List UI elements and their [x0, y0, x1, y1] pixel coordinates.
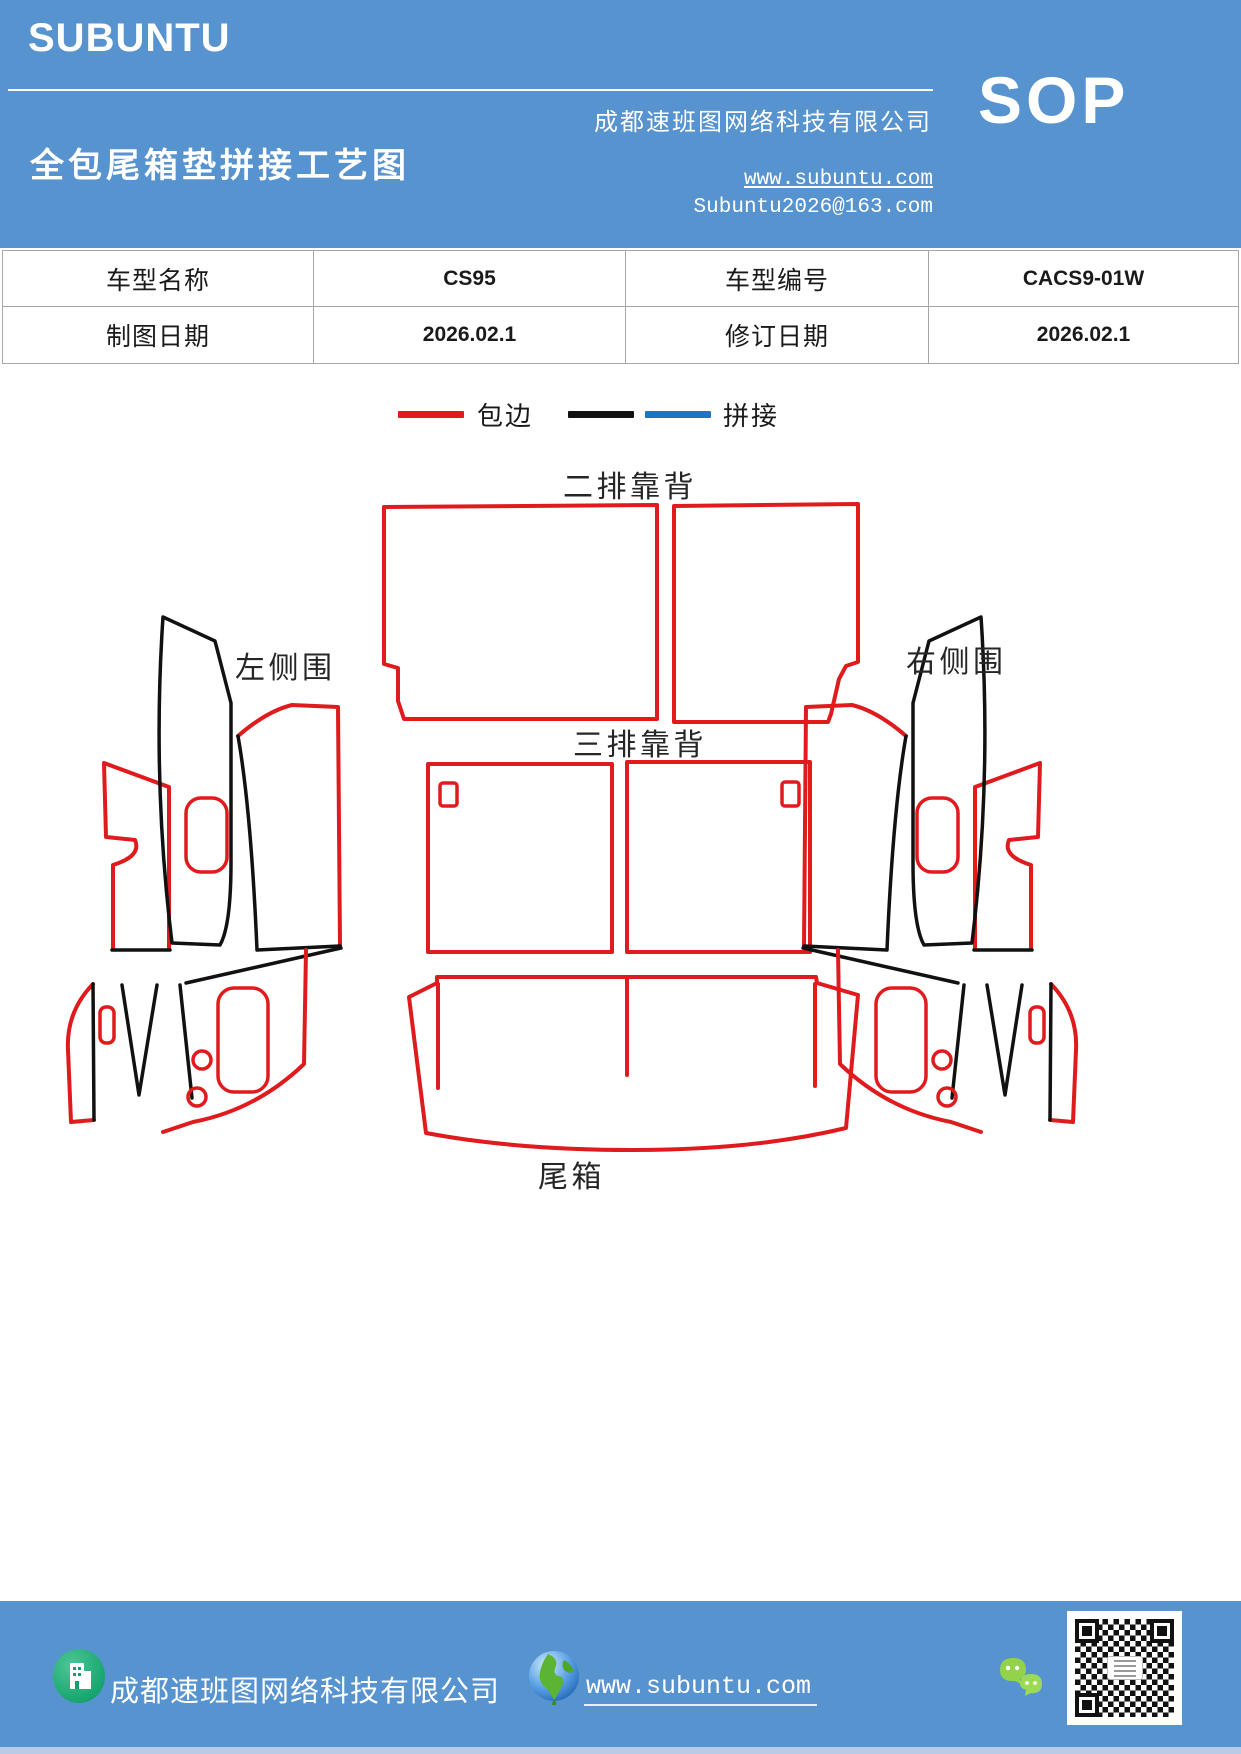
- header-band: SUBUNTU 全包尾箱垫拼接工艺图 成都速班图网络科技有限公司 www.sub…: [0, 0, 1241, 248]
- qr-finder-bottom-left: [1075, 1693, 1099, 1717]
- qr-finder-top-right: [1150, 1619, 1174, 1643]
- header-divider: [8, 89, 933, 91]
- header-email[interactable]: Subuntu2026@163.com: [693, 196, 933, 219]
- left-side-panel-group: [65, 615, 344, 1134]
- qr-finder-top-left: [1075, 1619, 1099, 1643]
- header-company-name: 成都速班图网络科技有限公司: [594, 110, 932, 136]
- revision-date-value: 2026.02.1: [929, 307, 1238, 363]
- edge-wrap-label: 包边: [477, 401, 534, 431]
- footer-band: [0, 1601, 1241, 1747]
- legend: 包边 拼接: [398, 398, 780, 431]
- second-row-backrest-left-piece: [382, 503, 659, 721]
- right-side-label: 右侧围: [906, 646, 1007, 679]
- model-code-label: 车型编号: [626, 251, 929, 307]
- third-row-backrest-left-piece: [426, 762, 614, 954]
- globe-icon: [529, 1651, 579, 1705]
- header-website-link[interactable]: www.subuntu.com: [743, 168, 933, 191]
- trunk-mat-piece: [407, 975, 860, 1152]
- qr-center-logo: [1107, 1656, 1143, 1680]
- second-row-backrest-right-piece: [672, 502, 860, 724]
- brand-logo-text: SUBUNTU: [28, 16, 231, 60]
- headrest-slot: [438, 781, 459, 808]
- page-title: 全包尾箱垫拼接工艺图: [30, 148, 410, 185]
- revision-date-label: 修订日期: [626, 307, 929, 363]
- vehicle-info-table: 车型名称 CS95 车型编号 CACS9-01W 制图日期 2026.02.1 …: [2, 250, 1239, 364]
- third-row-backrest-right-piece: [625, 760, 812, 954]
- third-row-backrest-label: 三排靠背: [573, 729, 707, 762]
- footer-website-link[interactable]: www.subuntu.com: [584, 1672, 818, 1706]
- seam-blue-line-swatch: [645, 410, 712, 418]
- headrest-slot: [780, 780, 801, 808]
- sop-badge: SOP: [978, 63, 1130, 137]
- right-side-panel-group: [801, 615, 1079, 1134]
- seam-label: 拼接: [723, 401, 780, 431]
- company-building-icon: [53, 1649, 105, 1703]
- footer-bottom-strip: [0, 1747, 1241, 1754]
- seam-black-line-swatch: [568, 410, 635, 418]
- model-name-label: 车型名称: [3, 251, 314, 307]
- draw-date-label: 制图日期: [3, 307, 314, 363]
- qr-code: [1067, 1611, 1182, 1725]
- edge-wrap-line-swatch: [398, 410, 464, 418]
- wechat-icon: [1000, 1658, 1042, 1696]
- second-row-backrest-label: 二排靠背: [563, 471, 697, 504]
- model-name-value: CS95: [314, 251, 626, 307]
- trunk-label: 尾箱: [538, 1161, 605, 1194]
- draw-date-value: 2026.02.1: [314, 307, 626, 363]
- left-side-label: 左侧围: [235, 652, 336, 685]
- footer-company-name: 成都速班图网络科技有限公司: [110, 1676, 501, 1708]
- model-code-value: CACS9-01W: [929, 251, 1238, 307]
